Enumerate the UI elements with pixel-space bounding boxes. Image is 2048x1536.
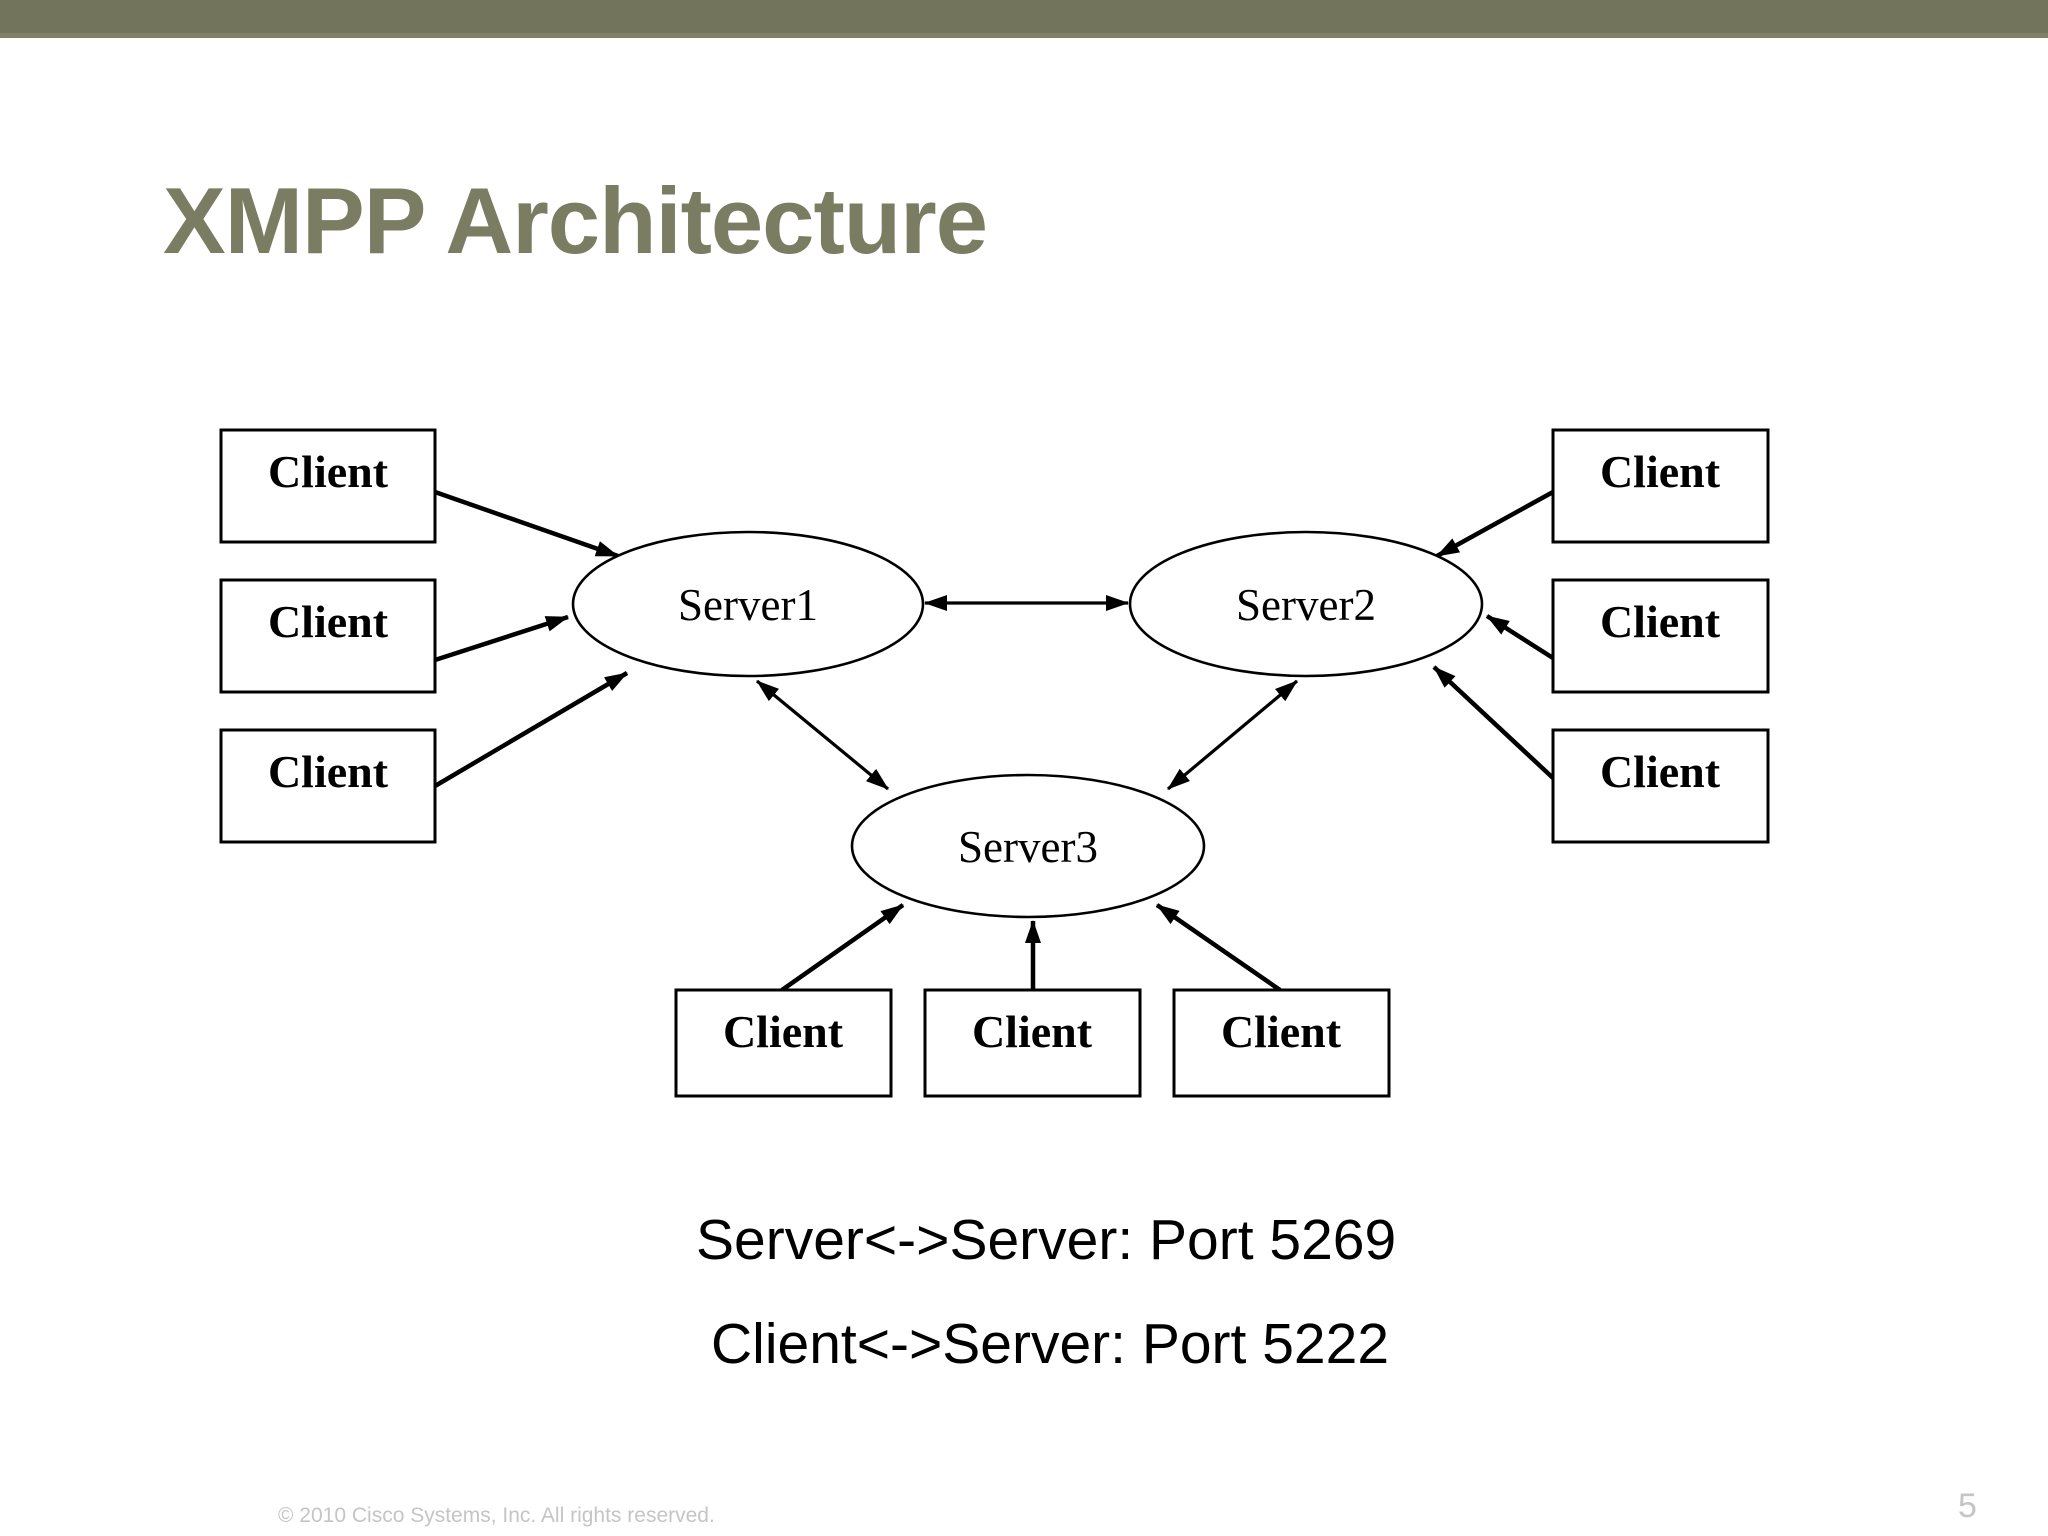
server3-label: Server3 bbox=[958, 822, 1098, 872]
edge-left-client2-server1 bbox=[434, 614, 569, 663]
client-box bbox=[219, 428, 437, 544]
client-box bbox=[1172, 988, 1391, 1098]
edge-left-client3-server1 bbox=[433, 671, 629, 788]
edge-right-client2-server2 bbox=[1485, 614, 1555, 660]
edge-bottom-client1-server3 bbox=[780, 903, 905, 992]
slide-top-bar bbox=[0, 0, 2048, 38]
page-title: XMPP Architecture bbox=[163, 168, 988, 273]
server1-label: Server1 bbox=[678, 580, 818, 630]
edge-left-client1-server1 bbox=[434, 489, 619, 559]
client-box bbox=[923, 988, 1142, 1098]
client-label: Client bbox=[1600, 746, 1721, 797]
client-box bbox=[1551, 728, 1770, 844]
client-box bbox=[219, 728, 437, 844]
server-server-port-note: Server<->Server: Port 5269 bbox=[696, 1208, 1397, 1272]
server3-ellipse bbox=[850, 773, 1206, 919]
edge-bottom-client3-server3 bbox=[1155, 903, 1282, 992]
server2-ellipse bbox=[1128, 530, 1484, 678]
client-label: Client bbox=[1221, 1006, 1342, 1057]
edge-server2-server3 bbox=[1166, 679, 1299, 791]
edge-server1-server3 bbox=[755, 679, 890, 791]
client-label: Client bbox=[268, 596, 389, 647]
client-box bbox=[674, 988, 893, 1098]
client-label: Client bbox=[268, 746, 389, 797]
client-box bbox=[219, 578, 437, 694]
edge-right-client1-server2 bbox=[1435, 490, 1555, 558]
server1-ellipse bbox=[571, 530, 925, 678]
client-label: Client bbox=[972, 1006, 1093, 1057]
page-number: 5 bbox=[1958, 1487, 1977, 1525]
client-box bbox=[1551, 428, 1770, 544]
edge-right-client3-server2 bbox=[1432, 665, 1555, 780]
client-box bbox=[1551, 578, 1770, 694]
copyright-text: © 2010 Cisco Systems, Inc. All rights re… bbox=[278, 1504, 715, 1527]
client-label: Client bbox=[268, 446, 389, 497]
client-label: Client bbox=[1600, 446, 1721, 497]
server2-label: Server2 bbox=[1236, 580, 1376, 630]
client-label: Client bbox=[1600, 596, 1721, 647]
client-label: Client bbox=[723, 1006, 844, 1057]
client-server-port-note: Client<->Server: Port 5222 bbox=[711, 1312, 1390, 1376]
